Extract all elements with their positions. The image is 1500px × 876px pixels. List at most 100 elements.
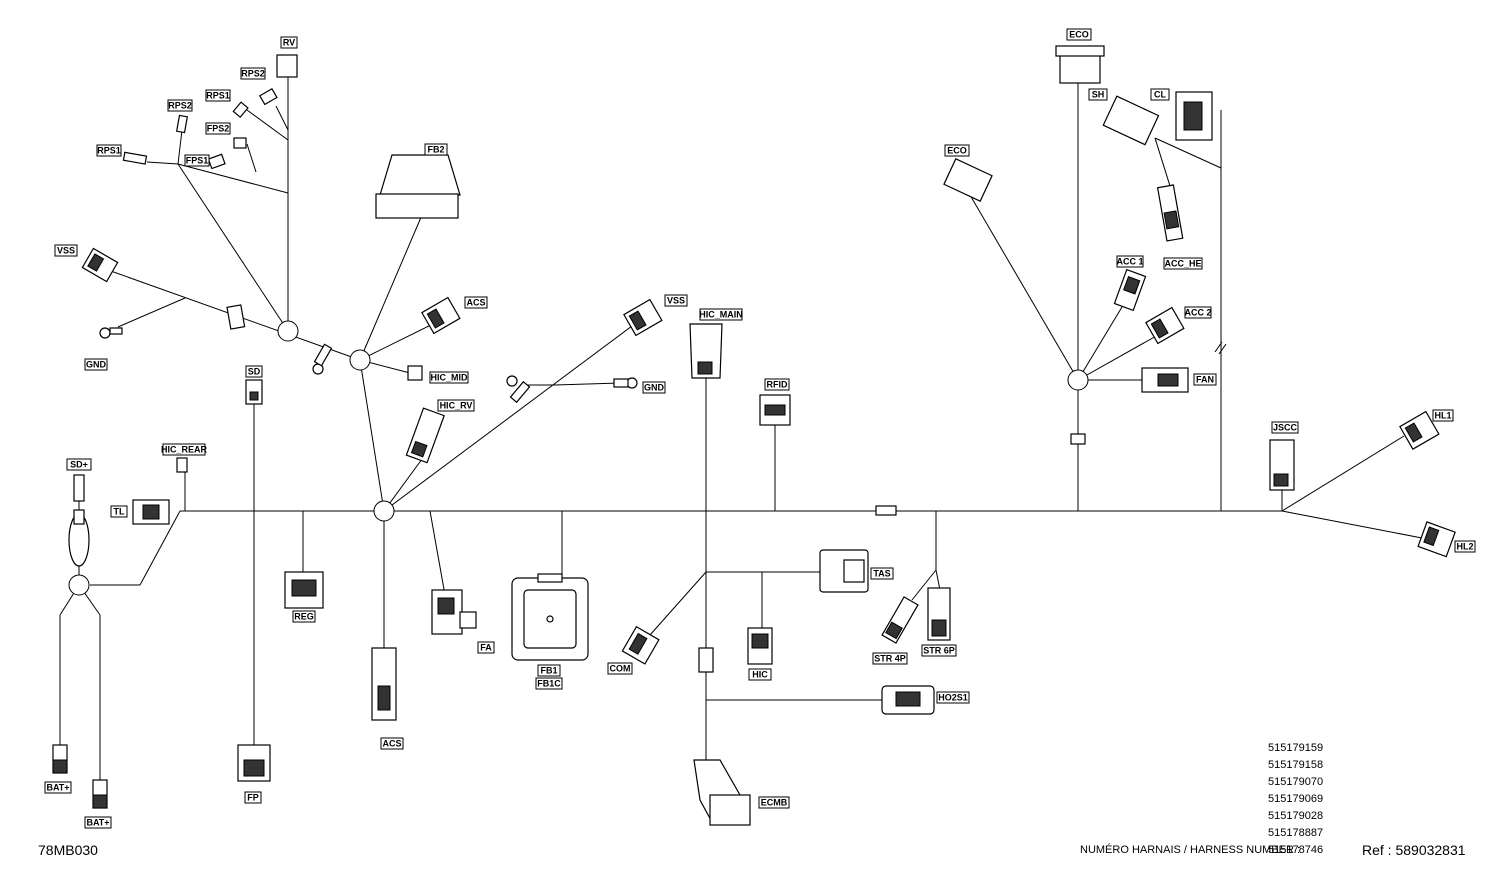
label-fps1: FPS1 [184,154,210,167]
label-cl: CL [1150,88,1170,101]
label-rv: RV [280,36,298,49]
label-sd-plus: SD+ [66,458,92,471]
svg-text:COM: COM [610,664,631,674]
label-hl2: HL2 [1454,540,1476,553]
label-gnd-mid: GND [642,381,666,394]
label-gnd-left: GND [84,358,108,371]
svg-text:FB1: FB1 [540,666,557,676]
label-acc-he: ACC_HE [1163,257,1203,270]
label-rps2-left: RPS2 [167,99,193,112]
label-rfid: RFID [764,378,790,391]
svg-text:FB2: FB2 [427,145,444,155]
svg-text:TAS: TAS [873,569,890,579]
label-rps2-top: RPS2 [240,67,266,80]
label-tas: TAS [870,567,894,580]
label-ecmb: ECMB [758,796,790,809]
svg-text:ECMB: ECMB [761,798,788,808]
label-fp: FP [244,791,262,804]
label-fan: FAN [1193,373,1217,386]
svg-text:VSS: VSS [57,246,75,256]
svg-text:FPS2: FPS2 [207,124,230,134]
label-reg: REG [292,610,316,623]
junctions [68,320,1089,596]
svg-text:ACS: ACS [382,739,401,749]
label-eco-top: ECO [1066,28,1092,41]
label-rps1-left: RPS1 [96,144,122,157]
svg-text:TL: TL [114,507,125,517]
svg-text:SD+: SD+ [70,460,88,470]
svg-text:STR 6P: STR 6P [923,646,955,656]
label-acc2: ACC 2 [1184,306,1212,319]
label-ho2s1: HO2S1 [936,691,970,704]
label-fb1: FB1 [537,664,561,677]
reference-number: Ref : 589032831 [1362,842,1466,858]
label-rps1-top: RPS1 [205,89,231,102]
label-hic: HIC [748,668,772,681]
wires [59,70,1423,782]
label-hl1: HL1 [1432,409,1454,422]
drawing-code: 78MB030 [38,842,98,858]
svg-text:ECO: ECO [947,146,967,156]
harness-number: 515179069 [1268,793,1324,805]
label-bat-plus-2: BAT+ [84,816,112,829]
svg-text:ACS: ACS [466,298,485,308]
svg-text:ACC 1: ACC 1 [1116,257,1143,267]
label-str-6p: STR 6P [921,644,957,657]
svg-text:FAN: FAN [1196,375,1214,385]
svg-text:RFID: RFID [767,380,788,390]
harness-number: 515179028 [1268,810,1324,822]
svg-text:HL1: HL1 [1434,411,1451,421]
svg-text:ACC 2: ACC 2 [1184,308,1211,318]
svg-text:VSS: VSS [667,296,685,306]
svg-text:JSCC: JSCC [1273,423,1298,433]
svg-text:HO2S1: HO2S1 [938,693,968,703]
svg-text:CL: CL [1154,90,1166,100]
label-sh: SH [1088,88,1108,101]
svg-text:FB1C: FB1C [537,679,561,689]
label-acs-bottom: ACS [380,737,404,750]
label-bat-plus-1: BAT+ [44,781,72,794]
svg-text:RV: RV [283,38,295,48]
harness-number-label: NUMÉRO HARNAIS / HARNESS NUMBER : [1080,844,1301,856]
svg-text:REG: REG [294,612,314,622]
label-hic-rear: HIC_REAR [161,443,208,456]
svg-text:BAT+: BAT+ [46,783,69,793]
label-tl: TL [110,505,128,518]
svg-text:STR 4P: STR 4P [874,654,906,664]
svg-text:RPS2: RPS2 [241,69,265,79]
label-eco-left: ECO [944,144,970,157]
harness-number: 515179070 [1268,776,1324,788]
svg-text:SH: SH [1092,90,1105,100]
harness-number: 515179159 [1268,742,1324,754]
label-sd: SD [245,365,263,378]
labels: RV RPS2 RPS1 RPS2 FPS2 RPS1 FPS1 FB2 VSS… [44,28,1476,829]
svg-text:FA: FA [480,643,492,653]
label-fa: FA [477,641,495,654]
svg-text:ECO: ECO [1069,30,1089,40]
svg-text:RPS1: RPS1 [97,146,121,156]
label-vss-mid: VSS [664,294,688,307]
svg-text:HIC: HIC [752,670,768,680]
label-hic-main: HIC_MAIN [699,308,743,321]
label-fps2: FPS2 [205,122,231,135]
svg-text:HIC_REAR: HIC_REAR [161,445,208,455]
svg-text:GND: GND [644,383,665,393]
label-hic-rv: HIC_RV [437,399,475,412]
label-acc1: ACC 1 [1116,255,1144,268]
harness-number: 515178746 [1268,844,1324,856]
harness-number: 515179158 [1268,759,1324,771]
svg-text:HL2: HL2 [1456,542,1473,552]
label-str-4p: STR 4P [872,652,908,665]
svg-text:HIC_MAIN: HIC_MAIN [699,310,743,320]
svg-text:RPS1: RPS1 [206,91,230,101]
harness-number: 515178887 [1268,827,1324,839]
label-vss-left: VSS [54,244,78,257]
connectors [52,45,1456,826]
svg-text:BAT+: BAT+ [86,818,109,828]
label-jscc: JSCC [1271,421,1299,434]
label-acs-top: ACS [464,296,488,309]
svg-text:FPS1: FPS1 [186,156,209,166]
label-fb2: FB2 [424,143,448,156]
svg-text:RPS2: RPS2 [168,101,192,111]
